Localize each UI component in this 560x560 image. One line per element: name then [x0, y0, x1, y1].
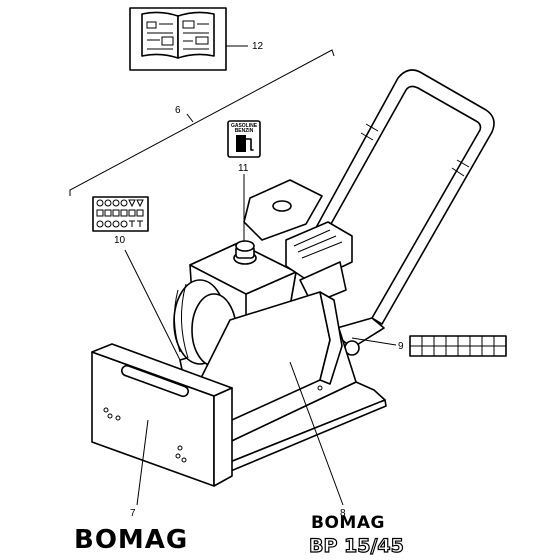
callout-9: 9: [398, 341, 404, 352]
bracket-6: [69, 49, 335, 196]
model-label: BP 15/45: [309, 535, 404, 557]
brand-logo-right: BOMAG: [311, 513, 385, 533]
fuel-decal: GASOLINE BENZIN: [227, 120, 261, 158]
callout-8: 8: [340, 508, 346, 519]
manual-book-icon: [129, 7, 227, 71]
symbol-decal: [92, 196, 149, 232]
callout-11: 11: [238, 163, 249, 174]
callout-10: 10: [114, 235, 126, 246]
leader-6: [186, 113, 194, 123]
fuel-decal-line1: GASOLINE: [231, 123, 258, 129]
brand-logo-left: BOMAG: [74, 525, 188, 555]
leader-8: [289, 361, 344, 506]
callout-12: 12: [252, 41, 264, 52]
strip-decal: [409, 335, 507, 357]
fuel-pump-icon: [236, 135, 246, 152]
leader-7: [136, 419, 149, 506]
leader-10: [124, 249, 189, 377]
callout-7: 7: [130, 508, 136, 519]
fuel-decal-line2: BENZIN: [235, 128, 254, 134]
fuel-nozzle-icon: [245, 138, 254, 151]
leader-9: [351, 337, 397, 346]
callout-6: 6: [175, 105, 181, 116]
plate-compactor: [91, 69, 495, 487]
